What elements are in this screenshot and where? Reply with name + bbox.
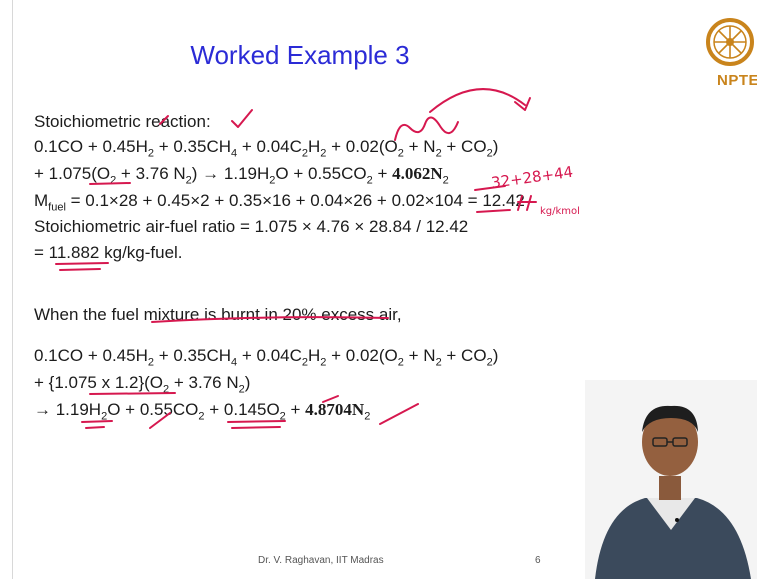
sum-note-text: 32+28+44	[490, 163, 574, 192]
footer-page-number: 6	[535, 555, 541, 566]
equation-2-line-2: + {1.075 x 1.2}(O2 + 3.76 N2)	[34, 373, 251, 396]
logo-text: NPTE	[717, 72, 757, 89]
unit-note-text: kg/kmol	[540, 206, 580, 217]
slide-left-border	[12, 0, 13, 579]
equation-2-line-1: 0.1CO + 0.45H2 + 0.35CH4 + 0.04C2H2 + 0.…	[34, 346, 499, 369]
equation-2-line-3: → 1.19H2O + 0.55CO2 + 0.145O2 + 4.8704N2	[34, 400, 371, 423]
air-fuel-ratio-line-1: Stoichiometric air-fuel ratio = 1.075 × …	[34, 217, 469, 236]
underline-11882-a	[55, 262, 109, 265]
underline-0145-b	[231, 426, 281, 429]
presenter-video-image	[585, 380, 757, 579]
equation-1-line-2: + 1.075(O2 + 3.76 N2) → 1.19H2O + 0.55CO…	[34, 164, 449, 187]
check-mark-reaction	[231, 109, 253, 128]
stoich-label: Stoichiometric reaction:	[34, 112, 211, 131]
underline-11882-b	[59, 268, 101, 271]
equation-1-line-1: 0.1CO + 0.45H2 + 0.35CH4 + 0.04C2H2 + 0.…	[34, 137, 499, 160]
arrow-arc	[429, 88, 526, 113]
tick-48704	[379, 403, 419, 425]
arrow-head	[514, 97, 531, 111]
sum-underline	[474, 185, 506, 191]
footer-author: Dr. V. Raghavan, IIT Madras	[258, 555, 384, 566]
fuel-molar-mass: Mfuel = 0.1×28 + 0.45×2 + 0.35×16 + 0.04…	[34, 191, 525, 214]
underline-119h2o-b	[85, 426, 105, 429]
excess-air-label: When the fuel mixture is burnt in 20% ex…	[34, 305, 402, 324]
slide-title: Worked Example 3	[190, 40, 410, 70]
air-fuel-ratio-line-2: = 11.882 kg/kg-fuel.	[34, 243, 183, 262]
nptel-logo-icon	[706, 18, 754, 66]
